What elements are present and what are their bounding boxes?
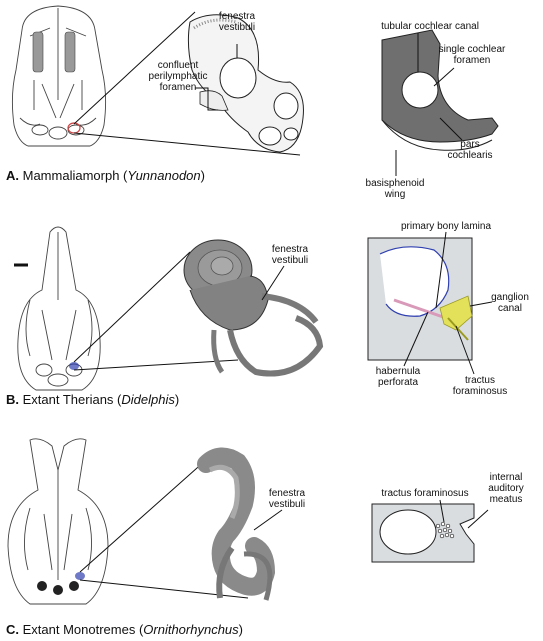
yunnanodon-skull-drawing [11, 5, 107, 147]
caption-c: C. Extant Monotremes (Ornithorhynchus) [6, 622, 243, 637]
caption-b: B. Extant Therians (Didelphis) [6, 392, 179, 407]
cochlear-canal-schematic [381, 29, 499, 151]
highlight-region [69, 362, 79, 370]
didelphis-skull-drawing [14, 226, 101, 391]
fenestra-stippled-drawing [187, 14, 304, 153]
tractus-dots [435, 521, 455, 539]
highlight-region [67, 122, 81, 134]
monotreme-cochlea-section [371, 503, 475, 563]
label-tractus-foraminosus-c: tractus foraminosus [381, 488, 468, 499]
therian-inner-ear-model [183, 239, 324, 377]
monotreme-inner-ear-model [197, 447, 276, 601]
therian-cochlea-section [367, 237, 473, 361]
label-primary-bony-lamina: primary bony lamina [401, 221, 491, 232]
label-tubular-cochlear-canal: tubular cochlear canal [381, 21, 479, 32]
highlight-region [75, 572, 85, 580]
caption-a: A. Mammaliamorph (Yunnanodon) [6, 168, 205, 183]
ornithorhynchus-skull-drawing [7, 438, 109, 605]
